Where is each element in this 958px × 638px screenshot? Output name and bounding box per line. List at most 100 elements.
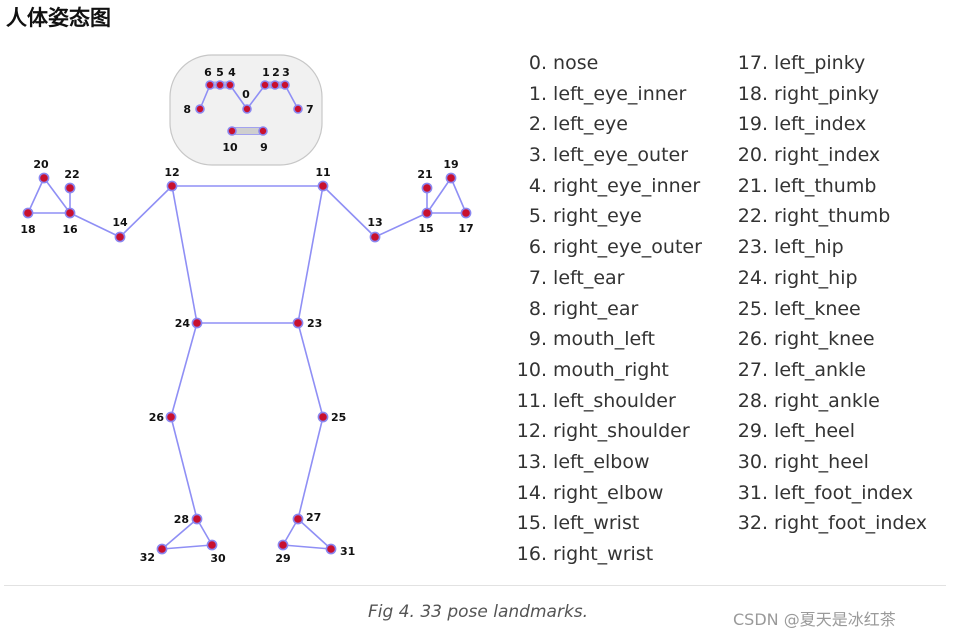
- landmark-list-item: 12. right_shoulder: [510, 416, 702, 447]
- landmark-point: [165, 411, 177, 423]
- landmark-index: 26.: [737, 328, 768, 351]
- landmark-number-label: 22: [64, 168, 79, 181]
- landmark-number-label: 6: [204, 66, 212, 79]
- landmark-point: [277, 539, 289, 551]
- landmark-name: left_thumb: [768, 174, 877, 197]
- landmark-name: nose: [547, 52, 599, 74]
- landmark-name: right_eye_outer: [547, 236, 702, 259]
- landmark-number-label: 8: [183, 103, 191, 116]
- landmark-points: [22, 80, 472, 555]
- landmark-list-item: 15. left_wrist: [510, 508, 702, 539]
- landmark-name: right_eye_inner: [547, 174, 701, 197]
- landmark-point: [260, 80, 270, 90]
- bone-line: [297, 416, 324, 520]
- landmark-list-item: 6. right_eye_outer: [510, 232, 702, 263]
- landmark-list-item: 29. left_heel: [732, 416, 927, 447]
- landmark-name: right_index: [768, 144, 881, 167]
- landmark-index: 7.: [528, 266, 547, 289]
- landmark-number-label: 32: [140, 551, 155, 564]
- landmark-number-label: 15: [418, 222, 433, 235]
- landmark-number-label: 27: [306, 511, 321, 524]
- landmark-name: right_hip: [768, 266, 858, 289]
- landmark-index: 24.: [737, 266, 768, 289]
- bone-line: [170, 322, 198, 418]
- landmark-index: 16.: [516, 543, 547, 565]
- landmark-name: right_wrist: [547, 543, 654, 565]
- landmark-number-label: 28: [174, 513, 189, 526]
- landmark-index: 0.: [528, 52, 547, 74]
- bone-line: [450, 177, 467, 214]
- landmark-list-item: 11. left_shoulder: [510, 386, 702, 417]
- landmark-point: [215, 80, 225, 90]
- landmark-name: right_knee: [768, 328, 875, 351]
- landmark-list-item: 18. right_pinky: [732, 79, 927, 110]
- landmark-number-label: 3: [282, 66, 290, 79]
- landmark-list-item: 5. right_eye: [510, 201, 702, 232]
- landmark-list-item: 21. left_thumb: [732, 171, 927, 202]
- bone-line: [171, 185, 198, 324]
- landmark-number-label: 4: [228, 66, 236, 79]
- landmark-name: right_elbow: [547, 481, 664, 504]
- landmark-name: mouth_left: [547, 328, 655, 351]
- bone-line: [322, 185, 376, 238]
- landmark-index: 11.: [516, 389, 547, 412]
- landmark-list-item: 9. mouth_left: [510, 324, 702, 355]
- landmark-list-item: 10. mouth_right: [510, 355, 702, 386]
- landmark-point: [227, 126, 237, 136]
- landmark-number-label: 14: [112, 216, 128, 229]
- landmark-name: right_foot_index: [768, 512, 928, 535]
- landmark-name: right_heel: [768, 450, 869, 473]
- landmark-point: [317, 411, 329, 423]
- landmark-name: mouth_right: [547, 358, 669, 381]
- landmark-point: [293, 104, 303, 114]
- landmark-name: right_eye: [547, 205, 642, 228]
- landmark-index: 29.: [737, 420, 768, 443]
- watermark: CSDN @夏天是冰红茶: [733, 610, 896, 629]
- landmark-name: right_ear: [547, 297, 639, 320]
- landmark-name: left_foot_index: [768, 481, 914, 504]
- landmark-list-item: 22. right_thumb: [732, 201, 927, 232]
- landmark-name: right_thumb: [768, 205, 891, 228]
- landmark-index: 18.: [737, 82, 768, 105]
- landmark-number-label: 7: [306, 103, 314, 116]
- bone-line: [161, 544, 213, 550]
- landmark-number-label: 30: [210, 552, 226, 565]
- landmark-list-item: 31. left_foot_index: [732, 478, 927, 509]
- landmark-point: [258, 126, 268, 136]
- landmark-index: 10.: [516, 358, 547, 381]
- landmark-index: 25.: [737, 297, 768, 320]
- bone-line: [246, 84, 266, 110]
- landmark-index: 4.: [528, 174, 547, 197]
- landmark-point: [460, 207, 472, 219]
- bone-line: [170, 416, 198, 520]
- bone-line: [297, 185, 324, 324]
- landmark-point: [292, 513, 304, 525]
- divider: [4, 585, 946, 586]
- landmark-name: left_wrist: [547, 512, 640, 535]
- landmark-list-item: 1. left_eye_inner: [510, 79, 702, 110]
- landmark-list-item: 25. left_knee: [732, 294, 927, 325]
- landmark-point: [445, 172, 457, 184]
- bone-line: [297, 322, 324, 418]
- landmark-point: [369, 231, 381, 243]
- landmark-list-item: 19. left_index: [732, 109, 927, 140]
- landmark-number-label: 20: [33, 158, 49, 171]
- bone-line: [119, 185, 173, 238]
- landmark-list-item: 30. right_heel: [732, 447, 927, 478]
- landmark-list-item: 24. right_hip: [732, 263, 927, 294]
- landmark-list-item: 32. right_foot_index: [732, 508, 927, 539]
- landmark-number-label: 17: [458, 222, 473, 235]
- landmark-number-label: 13: [367, 216, 382, 229]
- landmark-number-label: 31: [340, 545, 355, 558]
- landmark-name: left_eye: [547, 113, 628, 136]
- landmark-name: left_hip: [768, 236, 844, 259]
- bone-line: [69, 212, 121, 238]
- landmark-index: 31.: [737, 481, 768, 504]
- landmark-point: [270, 80, 280, 90]
- landmark-number-label: 19: [443, 158, 458, 171]
- bone-line: [27, 177, 45, 214]
- landmark-index: 27.: [737, 358, 768, 381]
- landmark-number-label: 12: [164, 166, 179, 179]
